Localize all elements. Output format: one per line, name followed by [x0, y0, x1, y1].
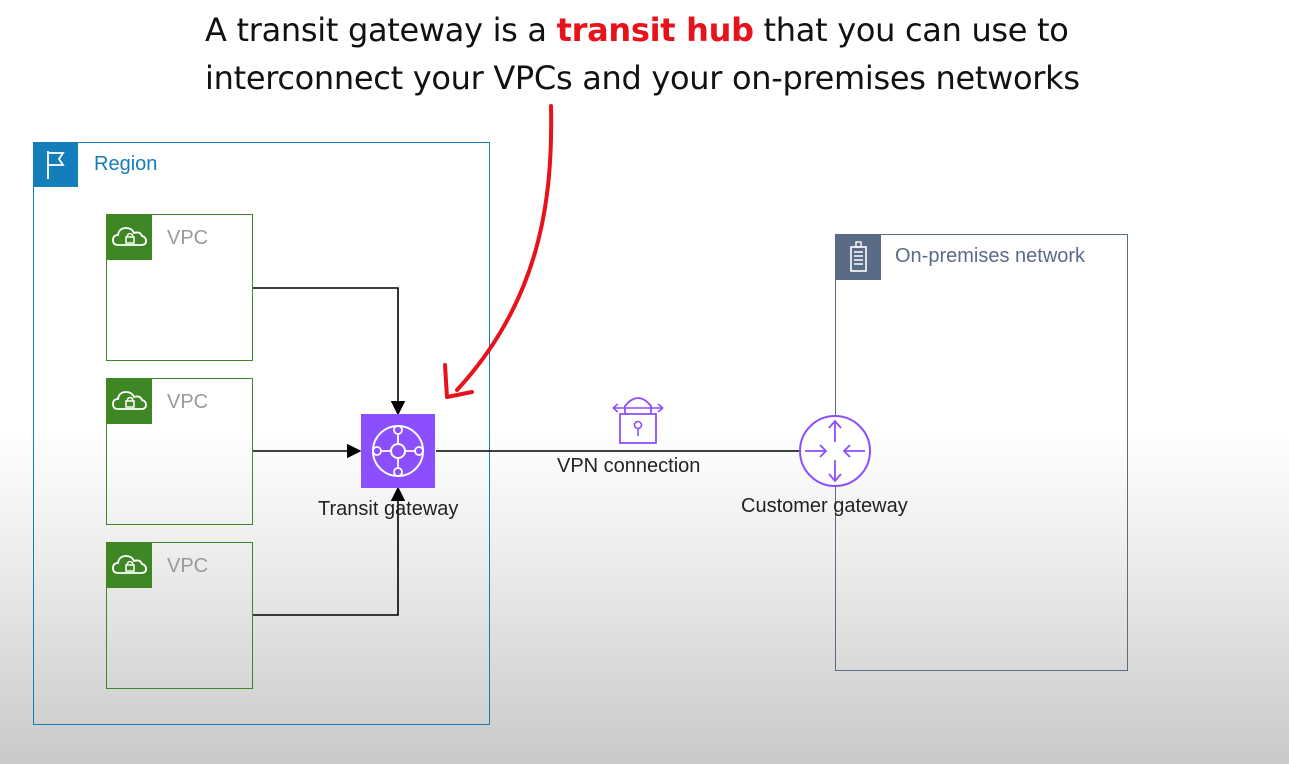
transit-gateway-icon [361, 414, 435, 488]
customer-gateway-label: Customer gateway [741, 495, 908, 517]
vpc-box: VPC [106, 214, 253, 361]
vpc-box: VPC [106, 378, 253, 525]
vpc-box: VPC [106, 542, 253, 689]
caption-text: A transit gateway is a [205, 11, 557, 49]
transit-gateway-label: Transit gateway [318, 498, 459, 520]
annotation-arrow [443, 104, 554, 399]
flag-icon [34, 143, 78, 187]
vpn-lock-icon [612, 397, 664, 444]
building-icon [836, 235, 881, 280]
vpc-3-connector [253, 486, 406, 616]
vpc-label: VPC [167, 555, 209, 577]
region-label: Region [94, 153, 158, 175]
customer-gateway-icon [799, 415, 871, 487]
caption-text: that you can use to [753, 11, 1069, 49]
vpc-label: VPC [167, 391, 209, 413]
region-group: Region [33, 142, 490, 725]
caption-line-2: interconnect your VPCs and your on-premi… [205, 59, 1080, 97]
vpc-cloud-lock-icon [107, 215, 152, 260]
vpc-cloud-lock-icon [107, 543, 152, 588]
caption-line-1: A transit gateway is a transit hub that … [205, 6, 1080, 54]
on-premises-label: On-premises network [895, 245, 1086, 267]
vpc-label: VPC [167, 227, 209, 249]
vpc-cloud-lock-icon [107, 379, 152, 424]
vpc-1-connector [253, 287, 406, 416]
caption: A transit gateway is a transit hub that … [205, 6, 1080, 102]
vpn-connection-label: VPN connection [557, 455, 701, 477]
caption-highlight: transit hub [556, 11, 754, 49]
